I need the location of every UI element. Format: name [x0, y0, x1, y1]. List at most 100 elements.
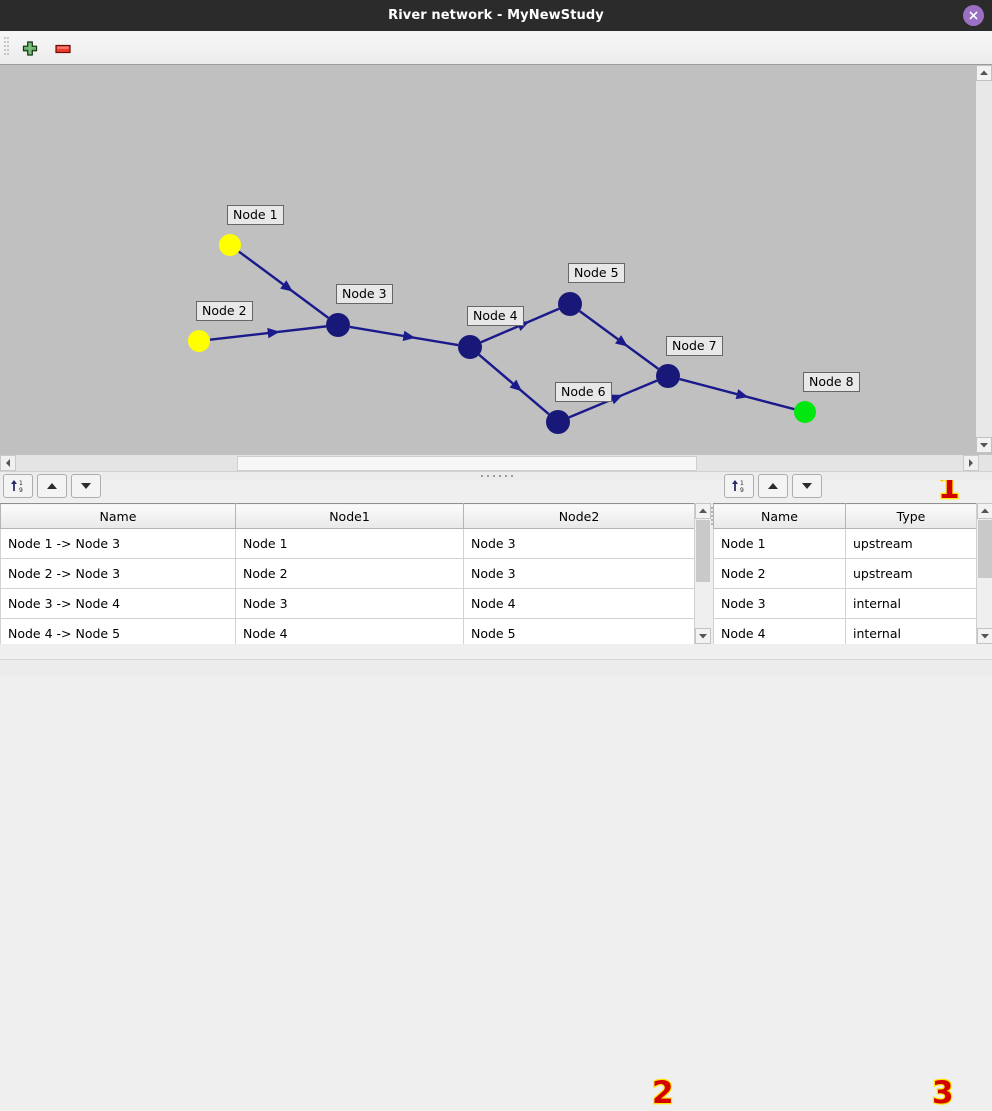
nodes-panel-grip[interactable]	[711, 507, 715, 529]
remove-node-button[interactable]	[51, 36, 75, 60]
table-cell[interactable]: upstream	[845, 528, 976, 559]
nodes-vertical-scrollbar[interactable]	[976, 503, 992, 644]
edge-arrow-node1-node3	[280, 280, 293, 292]
reaches-scroll-thumb[interactable]	[696, 520, 710, 582]
table-cell[interactable]: Node 1	[713, 528, 846, 559]
move-reach-up-button[interactable]	[37, 474, 67, 498]
chevron-up-icon	[981, 508, 989, 513]
column-header-type[interactable]: Type	[845, 503, 976, 529]
nodes-scroll-down-button[interactable]	[977, 628, 992, 644]
table-cell[interactable]: Node 4	[463, 588, 694, 619]
table-cell[interactable]: Node 5	[463, 618, 694, 644]
network-edges	[209, 250, 795, 419]
table-cell[interactable]: Node 1 -> Node 3	[0, 528, 236, 559]
column-header-node1[interactable]: Node1	[235, 503, 464, 529]
network-node-node8[interactable]	[794, 401, 816, 423]
reaches-toolbar: 1 9	[0, 471, 710, 503]
title-bar: River network - MyNewStudy	[0, 0, 992, 31]
canvas-vertical-scrollbar[interactable]	[975, 65, 992, 453]
network-node-node4[interactable]	[458, 335, 482, 359]
table-cell[interactable]: Node 2 -> Node 3	[0, 558, 236, 589]
close-icon[interactable]	[963, 5, 984, 26]
sort-ascending-icon: 1 9	[11, 480, 23, 494]
network-node-node7[interactable]	[656, 364, 680, 388]
canvas-horizontal-scroll-thumb[interactable]	[237, 456, 697, 471]
network-node-node5[interactable]	[558, 292, 582, 316]
nodes-scroll-thumb[interactable]	[978, 520, 992, 578]
nodes-scroll-up-button[interactable]	[977, 503, 992, 519]
scroll-down-button[interactable]	[976, 437, 992, 453]
node-label-node8[interactable]: Node 8	[803, 372, 860, 392]
move-node-down-button[interactable]	[792, 474, 822, 498]
chevron-left-icon	[6, 459, 10, 467]
toolbar-grip[interactable]	[4, 37, 9, 57]
edge-arrow-node2-node3	[267, 327, 280, 339]
table-cell[interactable]: Node 1	[235, 528, 464, 559]
column-header-name[interactable]: Name	[713, 503, 846, 529]
table-cell[interactable]: Node 3	[713, 588, 846, 619]
move-reach-down-button[interactable]	[71, 474, 101, 498]
triangle-up-icon	[47, 483, 57, 489]
chevron-down-icon	[980, 443, 988, 448]
node-label-node7[interactable]: Node 7	[666, 336, 723, 356]
table-cell[interactable]: Node 3	[463, 558, 694, 589]
panel-splitter[interactable]	[0, 471, 992, 480]
scroll-up-button[interactable]	[976, 65, 992, 81]
main-toolbar	[0, 31, 992, 65]
reaches-scroll-up-button[interactable]	[695, 503, 711, 519]
network-canvas-area: Node 1 Node 2 Node 3 Node 4 Node 5 Node 6 Node…	[0, 64, 992, 507]
network-node-node3[interactable]	[326, 313, 350, 337]
reaches-vertical-scrollbar[interactable]	[694, 503, 711, 644]
table-cell[interactable]: Node 2	[235, 558, 464, 589]
table-cell[interactable]: Node 3	[463, 528, 694, 559]
network-node-node2[interactable]	[188, 330, 210, 352]
table-cell[interactable]: Node 4	[235, 618, 464, 644]
canvas-horizontal-scrollbar[interactable]	[0, 454, 992, 472]
sort-nodes-button[interactable]: 1 9	[724, 474, 754, 498]
river-network-diagram[interactable]: Node 1 Node 2 Node 3 Node 4 Node 5 Node 6 Node…	[0, 65, 976, 453]
node-label-node3[interactable]: Node 3	[336, 284, 393, 304]
column-header-name[interactable]: Name	[0, 503, 236, 529]
network-node-node6[interactable]	[546, 410, 570, 434]
node-label-node2[interactable]: Node 2	[196, 301, 253, 321]
plus-icon	[22, 41, 38, 56]
table-cell[interactable]: internal	[845, 618, 976, 644]
callout-marker-2: 2	[651, 1074, 675, 1111]
node-label-node4[interactable]: Node 4	[467, 306, 524, 326]
node-label-node6[interactable]: Node 6	[555, 382, 612, 402]
table-cell[interactable]: Node 3 -> Node 4	[0, 588, 236, 619]
sort-reaches-button[interactable]: 1 9	[3, 474, 33, 498]
svg-text:1: 1	[740, 480, 744, 487]
table-cell[interactable]: Node 4	[713, 618, 846, 644]
scroll-left-button[interactable]	[0, 455, 16, 471]
table-cell[interactable]: Node 2	[713, 558, 846, 589]
table-cell[interactable]: Node 3	[235, 588, 464, 619]
svg-text:1: 1	[19, 480, 23, 487]
table-cell[interactable]: internal	[845, 588, 976, 619]
table-cell[interactable]: Node 4 -> Node 5	[0, 618, 236, 644]
chevron-down-icon	[981, 634, 989, 639]
reaches-scroll-down-button[interactable]	[695, 628, 711, 644]
network-node-node1[interactable]	[219, 234, 241, 256]
column-header-node2[interactable]: Node2	[463, 503, 694, 529]
nodes-toolbar: 1 9	[716, 471, 992, 503]
move-node-up-button[interactable]	[758, 474, 788, 498]
scroll-right-button[interactable]	[963, 455, 979, 471]
node-label-node5[interactable]: Node 5	[568, 263, 625, 283]
chevron-right-icon	[969, 459, 973, 467]
add-node-button[interactable]	[18, 36, 42, 60]
table-cell[interactable]: upstream	[845, 558, 976, 589]
edge-arrow-node6-node7	[609, 394, 623, 405]
node-label-node1[interactable]: Node 1	[227, 205, 284, 225]
